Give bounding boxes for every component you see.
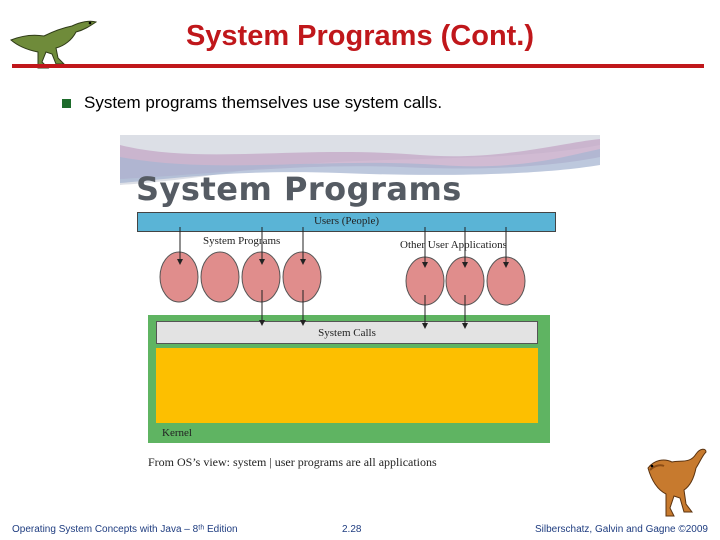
dinosaur-mascot-icon xyxy=(647,448,707,517)
system-program-oval xyxy=(159,251,199,303)
figure-caption: From OS’s view: system | user programs a… xyxy=(148,455,437,469)
system-program-oval xyxy=(282,251,322,303)
system-program-oval xyxy=(241,251,281,303)
kernel-body xyxy=(156,348,538,423)
title-rule xyxy=(12,64,704,68)
footer-left: Operating System Concepts with Java – 8ᵗ… xyxy=(12,524,238,535)
kernel-label: Kernel xyxy=(162,427,192,439)
slide-title: System Programs (Cont.) xyxy=(185,20,535,52)
square-bullet-icon xyxy=(62,99,71,108)
system-calls-label: System Calls xyxy=(318,327,376,339)
users-label: Users (People) xyxy=(313,215,380,227)
dinosaur-logo-icon xyxy=(10,20,98,69)
footer-page-number: 2.28 xyxy=(342,524,362,535)
figure-heading: System Programs xyxy=(136,170,462,208)
users-bar xyxy=(137,212,556,232)
system-calls-bar xyxy=(156,321,538,344)
other-apps-label: Other User Applications xyxy=(400,239,507,251)
system-program-oval xyxy=(200,251,240,303)
system-programs-label: System Programs xyxy=(203,235,281,247)
bullet-text: System programs themselves use system ca… xyxy=(84,93,443,112)
footer-right: Silberschatz, Galvin and Gagne ©2009 xyxy=(534,524,708,535)
figure-banner xyxy=(120,135,600,205)
